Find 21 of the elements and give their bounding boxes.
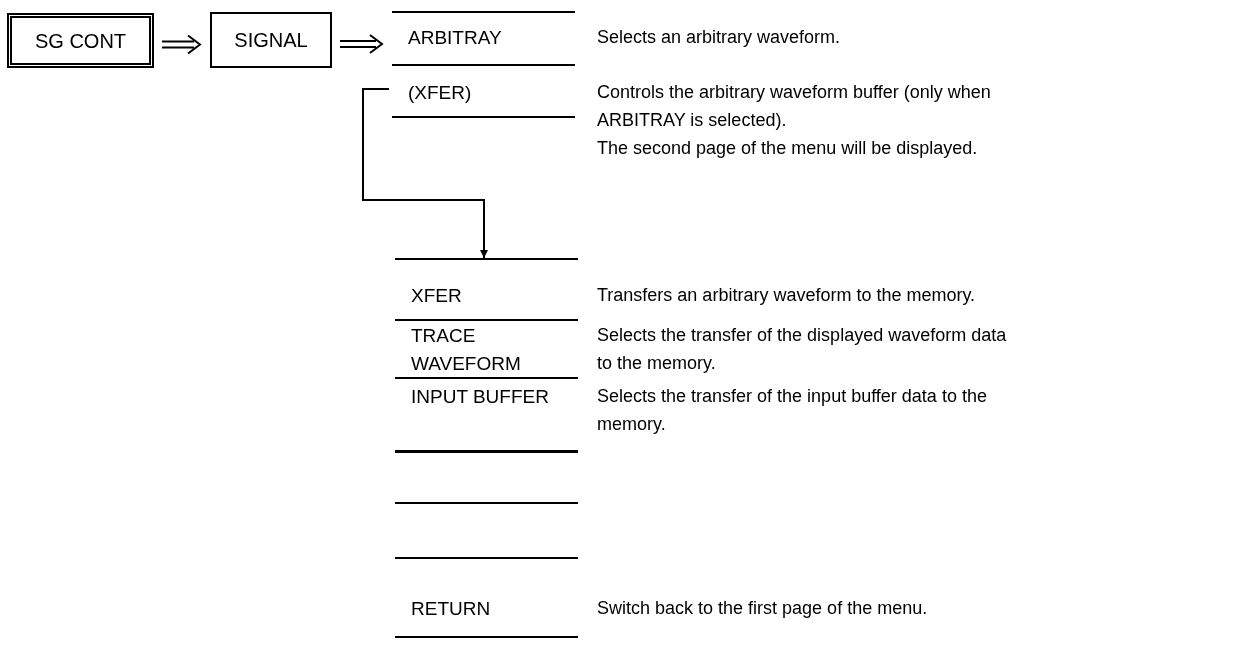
description-text: Selects an arbitrary waveform.: [597, 26, 842, 49]
description-text: Switch back to the first page of the menu.: [597, 597, 929, 620]
key-label: SIGNAL: [234, 30, 308, 50]
key-box: [7, 13, 154, 68]
menu-item-label: TRACE WAVEFORM: [411, 324, 522, 376]
menu-item: [395, 557, 578, 638]
menu-item-label: (XFER): [408, 81, 473, 105]
description-text: The second page of the menu will be displayed.: [597, 137, 979, 160]
description-text: Selects the transfer of the input buffer data to the memory.: [597, 385, 988, 436]
description-text: Transfers an arbitrary waveform to the memory.: [597, 284, 977, 307]
menu-item-label: RETURN: [411, 597, 492, 621]
key-box: [210, 12, 332, 68]
double-arrow: [339, 34, 384, 54]
double-arrow: [161, 34, 202, 55]
arrow: [362, 88, 488, 259]
menu-item-label: XFER: [411, 284, 463, 308]
description-text: Selects the transfer of the displayed waveform data to the memory.: [597, 324, 1008, 375]
key-label: SG CONT: [34, 30, 127, 51]
menu-item-label: ARBITRAY: [408, 26, 503, 50]
menu-item-label: INPUT BUFFER: [411, 385, 550, 409]
description-text: Controls the arbitrary waveform buffer (only when ARBITRAY is selected).: [597, 81, 992, 132]
